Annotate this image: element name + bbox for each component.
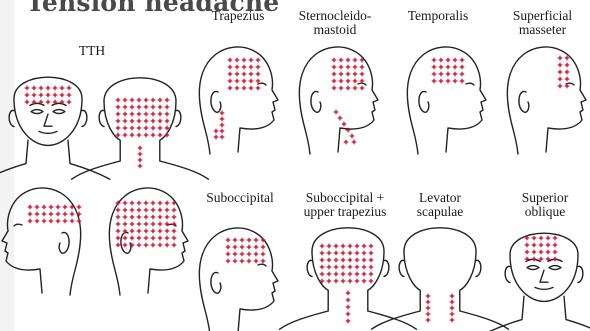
head-superior-oblique-neck-right	[564, 296, 590, 331]
head-superior-oblique-ear-left	[505, 266, 510, 282]
head-masseter-ear	[519, 91, 529, 112]
head-superior-oblique-brow-left	[526, 259, 540, 261]
head-superior-oblique	[510, 233, 578, 301]
head-scm-ear	[311, 91, 321, 112]
suboccipital-trapezius-neck-markers	[346, 291, 351, 324]
trapezius-neck-markers	[214, 111, 225, 140]
head-suboccipital-ear	[211, 272, 221, 293]
tth-back-head-ear-right	[176, 110, 181, 126]
tth-front-head-brow-right	[52, 103, 66, 105]
head-suboccipital-trapezius	[312, 228, 416, 329]
head-scm-back	[300, 104, 310, 154]
superior-oblique-markers	[525, 236, 558, 262]
tth-back-head-ear-left	[99, 110, 104, 126]
head-superior-oblique-eye-left	[527, 266, 539, 270]
tth-front-head-mouth	[39, 131, 57, 133]
tth-front-head-eye-right	[53, 110, 65, 114]
head-superior-oblique-nose	[540, 270, 548, 282]
head-temporalis-eye	[466, 83, 474, 85]
head-levator-ear-right	[476, 260, 481, 276]
tth-left-profile-back	[70, 245, 80, 295]
head-superior-oblique-neck-left	[482, 296, 524, 331]
tth-front-head-ear-left	[9, 110, 14, 126]
head-levator	[404, 228, 508, 329]
head-trapezius-eye	[258, 83, 266, 85]
head-superior-oblique-mouth	[535, 287, 553, 289]
tth-left-profile-markers	[28, 205, 82, 224]
tth-front-head-neck-right	[68, 140, 110, 179]
tth-right-profile-back	[110, 245, 120, 295]
tth-front-head-nose	[44, 114, 52, 126]
tth-front-head-brow-left	[30, 103, 44, 105]
head-superior-oblique-ear-right	[578, 266, 583, 282]
tth-front-markers	[25, 86, 72, 105]
head-suboccipital-eye	[258, 264, 266, 266]
head-levator-left	[372, 251, 421, 329]
tth-back-neck-markers	[138, 146, 143, 169]
head-masseter-back	[508, 104, 518, 154]
head-temporalis-back	[408, 104, 418, 154]
temporalis-markers	[432, 58, 465, 84]
scm-head-markers	[332, 58, 365, 91]
head-scm-eye	[358, 83, 366, 85]
levator-markers	[426, 294, 455, 323]
trapezius-head-markers	[228, 58, 261, 91]
tth-left-profile-ear	[59, 232, 69, 253]
tth-back-head-left	[72, 101, 121, 179]
tth-back-markers	[116, 98, 170, 138]
head-temporalis-ear	[419, 91, 429, 112]
tth-left-profile-eye	[14, 224, 22, 226]
head-suboccipital-trapezius-ear-left	[307, 260, 312, 276]
tth-front-head-ear-right	[82, 110, 87, 126]
tth-front-head-neck-left	[0, 140, 28, 179]
suboccipital-trapezius-markers	[320, 244, 374, 284]
head-superior-oblique-eye-right	[549, 266, 561, 270]
head-suboccipital-trapezius-ear-right	[384, 260, 389, 276]
head-suboccipital-back	[200, 285, 210, 331]
tth-right-profile-markers	[116, 201, 177, 248]
tth-front-head-eye-left	[31, 110, 43, 114]
head-trapezius-ear	[211, 91, 221, 112]
suboccipital-markers	[226, 238, 266, 264]
head-levator-ear-left	[399, 260, 404, 276]
head-trapezius-back	[200, 104, 210, 154]
tth-right-profile-ear	[121, 232, 131, 253]
head-suboccipital-trapezius-left	[280, 251, 329, 329]
scm-neck-markers	[334, 110, 357, 145]
